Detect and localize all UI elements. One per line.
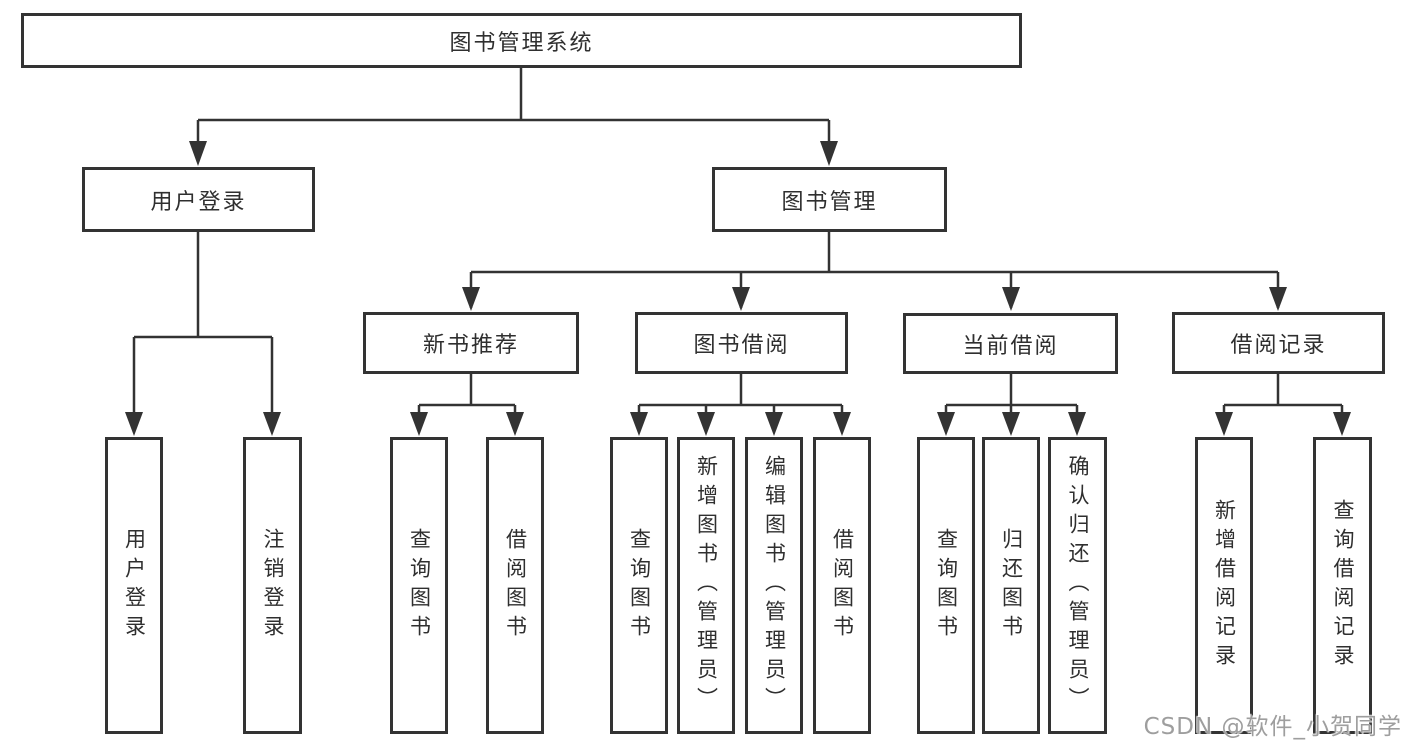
leaf-records-query-record: 查询借阅记录 bbox=[1313, 437, 1372, 734]
node-user-login: 用户登录 bbox=[82, 167, 315, 232]
node-book-borrow: 图书借阅 bbox=[635, 312, 848, 374]
leaf-borrow-borrow-books: 借阅图书 bbox=[813, 437, 871, 734]
leaf-logout: 注销登录 bbox=[243, 437, 302, 734]
node-label: 编辑图书（管理员） bbox=[762, 455, 787, 716]
node-label: 当前借阅 bbox=[962, 333, 1059, 359]
node-label: 新书推荐 bbox=[422, 333, 519, 358]
node-label: 新增图书（管理员） bbox=[694, 455, 719, 716]
leaf-borrow-add-books-admin: 新增图书（管理员） bbox=[677, 437, 735, 734]
node-label: 注销登录 bbox=[261, 527, 286, 644]
node-label: 图书借阅 bbox=[693, 333, 790, 358]
node-label: 图书管理系统 bbox=[449, 30, 594, 56]
node-label: 用户登录 bbox=[150, 189, 247, 215]
node-borrow-records: 借阅记录 bbox=[1172, 312, 1385, 374]
leaf-current-confirm-return-admin: 确认归还（管理员） bbox=[1048, 437, 1107, 734]
node-label: 查询图书 bbox=[934, 527, 959, 644]
node-new-book-recommend: 新书推荐 bbox=[363, 312, 579, 374]
node-label: 查询图书 bbox=[407, 527, 432, 644]
node-current-borrow: 当前借阅 bbox=[903, 313, 1118, 374]
arrowhead-icons bbox=[125, 141, 1351, 436]
node-label: 借阅图书 bbox=[503, 527, 528, 644]
leaf-recommend-query-books: 查询图书 bbox=[390, 437, 448, 734]
leaf-user-login: 用户登录 bbox=[105, 437, 163, 734]
leaf-records-add-record: 新增借阅记录 bbox=[1195, 437, 1253, 734]
node-label: 借阅记录 bbox=[1230, 333, 1327, 358]
node-label: 归还图书 bbox=[999, 527, 1024, 644]
node-label: 确认归还（管理员） bbox=[1066, 455, 1091, 716]
node-label: 借阅图书 bbox=[830, 527, 855, 644]
node-book-management: 图书管理 bbox=[712, 167, 947, 232]
leaf-borrow-query-books: 查询图书 bbox=[610, 437, 668, 734]
node-label: 图书管理 bbox=[781, 189, 878, 215]
node-label: 用户登录 bbox=[122, 527, 147, 644]
csdn-watermark: CSDN @软件_小贺同学 bbox=[1143, 714, 1402, 740]
node-label: 查询图书 bbox=[627, 527, 652, 644]
connector-lines bbox=[132, 67, 1344, 432]
node-label: 新增借阅记录 bbox=[1212, 498, 1237, 673]
node-label: 查询借阅记录 bbox=[1331, 498, 1356, 673]
node-root: 图书管理系统 bbox=[21, 13, 1022, 68]
leaf-current-query-books: 查询图书 bbox=[917, 437, 975, 734]
leaf-borrow-edit-books-admin: 编辑图书（管理员） bbox=[745, 437, 803, 734]
leaf-current-return-books: 归还图书 bbox=[982, 437, 1040, 734]
leaf-recommend-borrow-books: 借阅图书 bbox=[486, 437, 544, 734]
